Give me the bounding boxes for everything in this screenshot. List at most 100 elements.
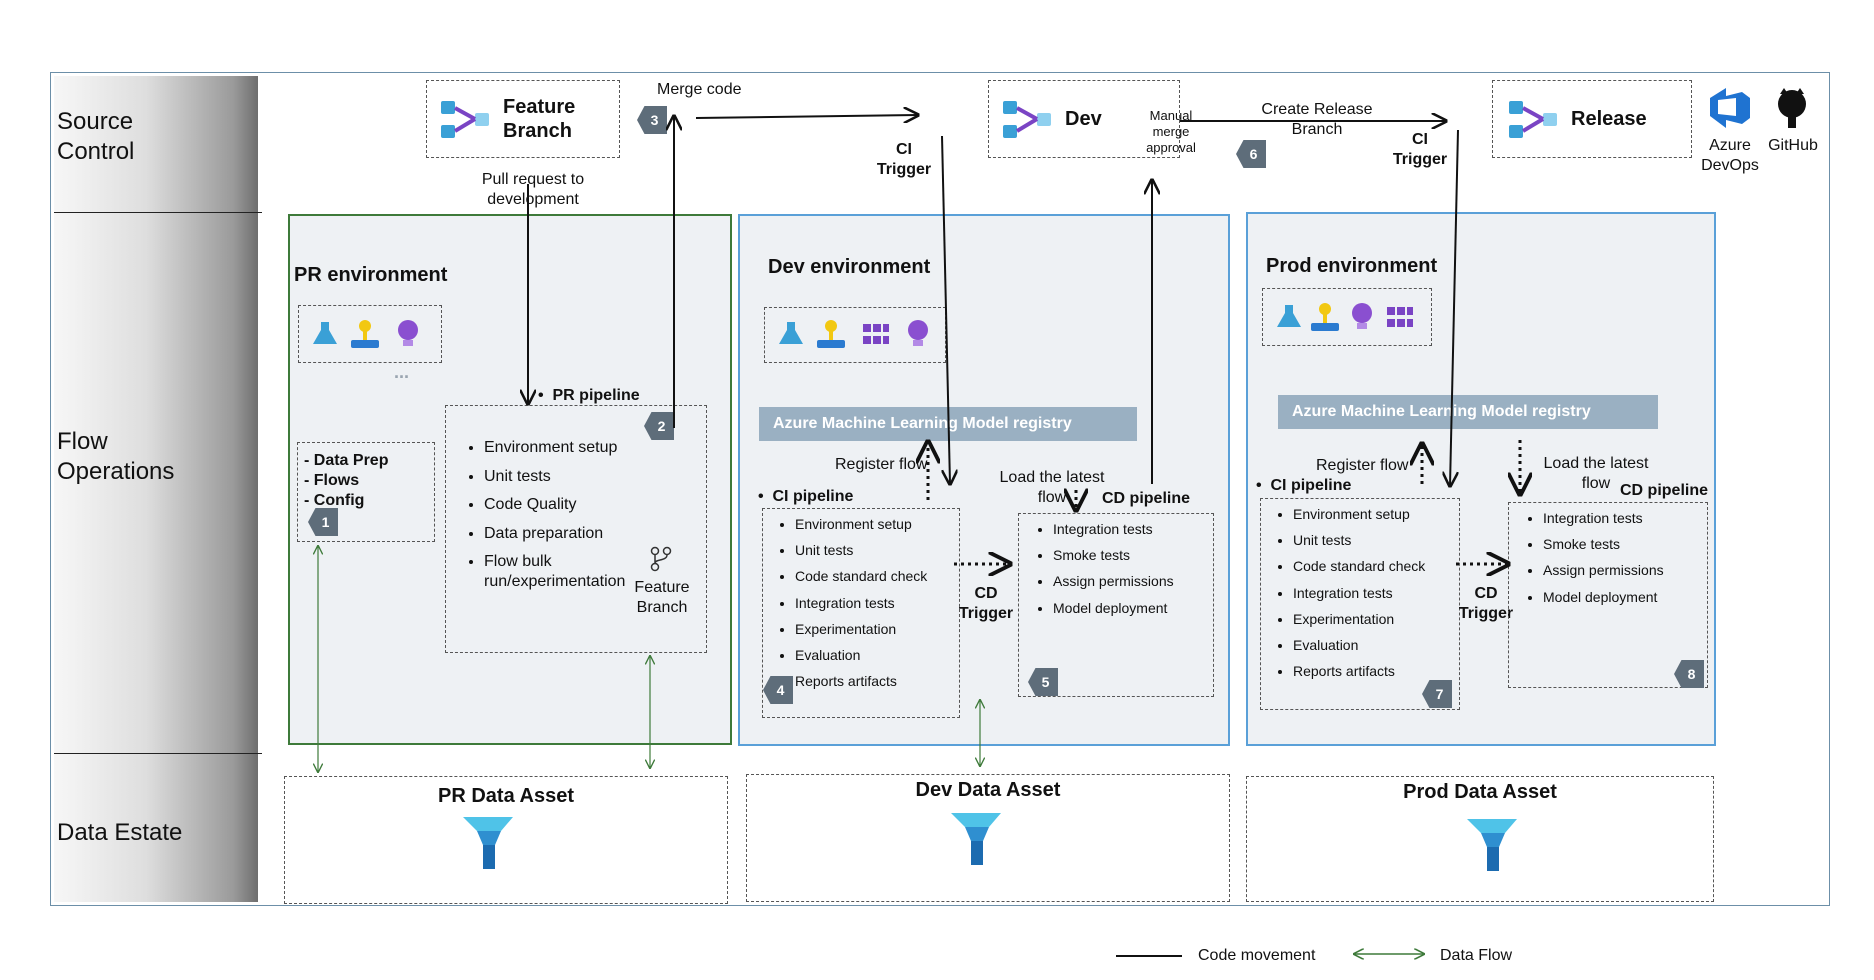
- pr-pipeline-tasks: Environment setup Unit tests Code Qualit…: [462, 434, 625, 592]
- create-release-label: Create Release Branch: [1261, 101, 1373, 138]
- prod-data-asset: Prod Data Asset: [1246, 776, 1714, 902]
- dev-data-asset-title: Dev Data Asset: [915, 779, 1061, 801]
- step-badge-8: 8: [1674, 660, 1704, 688]
- dev-cd-pipeline-box: Integration tests Smoke tests Assign per…: [1018, 513, 1214, 697]
- pr-pipeline-label-text: PR pipeline: [552, 387, 640, 404]
- dev-cd-trigger-label: CD Trigger: [958, 585, 1014, 622]
- pr-data-item: - Flows: [304, 472, 360, 489]
- repo-branch-icon: [1509, 101, 1557, 138]
- pipeline-task: Assign permissions: [1053, 568, 1174, 594]
- pipeline-task: Model deployment: [1053, 595, 1174, 621]
- pipeline-task: Experimentation: [795, 616, 927, 642]
- pipeline-task: Smoke tests: [1543, 531, 1664, 557]
- step-badge-4: 4: [763, 676, 793, 704]
- github-icon: [1778, 88, 1806, 128]
- pipeline-task: Reports artifacts: [1293, 658, 1425, 684]
- prod-cd-label: CD pipeline: [1620, 482, 1709, 499]
- github-label: GitHub: [1768, 137, 1818, 154]
- ci-trigger-label-dev: CI Trigger: [876, 141, 932, 178]
- azure-devops-label: Azure DevOps: [1701, 137, 1759, 174]
- pull-request-label: Pull request to development: [481, 171, 585, 208]
- dev-model-registry: Azure Machine Learning Model registry: [759, 407, 1137, 441]
- pipeline-task: Code standard check: [795, 563, 927, 589]
- pipeline-task: Environment setup: [795, 511, 927, 537]
- pipeline-task: Environment setup: [1293, 501, 1425, 527]
- pr-environment: [288, 214, 732, 745]
- pipeline-task: Integration tests: [1293, 580, 1425, 606]
- dev-ci-tasks: Environment setup Unit tests Code standa…: [773, 511, 927, 694]
- dev-service-icons: [764, 307, 946, 363]
- prod-environment: [1246, 212, 1716, 746]
- pr-data-asset-title: PR Data Asset: [438, 785, 574, 807]
- prod-ci-label: • CI pipeline: [1256, 477, 1352, 494]
- pipeline-task: Data preparation: [484, 520, 625, 549]
- pr-data-asset: PR Data Asset: [284, 776, 728, 904]
- dev-register-flow-label: Register flow: [835, 456, 928, 473]
- repo-branch-icon: [441, 101, 489, 138]
- pr-ellipsis: ...: [394, 362, 410, 382]
- merge-code-label: Merge code: [657, 81, 742, 98]
- legend-code-movement: Code movement: [1198, 947, 1316, 964]
- prod-ci-label-text: CI pipeline: [1270, 477, 1352, 494]
- pr-service-icons: [298, 305, 442, 363]
- key-vault-icon: [1311, 303, 1339, 331]
- lane-header-column: [54, 76, 258, 902]
- step-badge-6: 6: [1236, 140, 1266, 168]
- pipeline-task: Evaluation: [795, 642, 927, 668]
- feature-branch-box: Feature Branch: [426, 80, 620, 158]
- feature-branch-small-label: Feature Branch: [634, 579, 690, 616]
- lane-separator: [54, 753, 262, 754]
- pipeline-task: Unit tests: [484, 463, 625, 492]
- pipeline-task: Reports artifacts: [795, 668, 927, 694]
- release-branch-box: Release: [1492, 80, 1692, 158]
- ai-bulb-icon: [1352, 303, 1372, 329]
- pr-data-items-box: - Data Prep - Flows - Config: [297, 442, 435, 542]
- prod-cd-trigger-label: CD Trigger: [1458, 585, 1514, 622]
- lane-separator: [54, 212, 262, 213]
- pipeline-task: Flow bulk run/experimentation: [484, 552, 625, 592]
- prod-cd-pipeline-box: Integration tests Smoke tests Assign per…: [1508, 502, 1708, 688]
- ml-flask-icon: [1277, 305, 1301, 327]
- pipeline-task: Evaluation: [1293, 632, 1425, 658]
- pipeline-task: Integration tests: [795, 590, 927, 616]
- pipeline-task: Experimentation: [1293, 606, 1425, 632]
- pipeline-task: Smoke tests: [1053, 542, 1174, 568]
- lane-source-control: Source Control: [57, 108, 135, 165]
- step-badge-7: 7: [1422, 680, 1452, 708]
- ai-bulb-icon: [398, 320, 418, 346]
- git-branch-icon: [650, 546, 672, 572]
- prod-register-flow-label: Register flow: [1316, 457, 1409, 474]
- ml-flask-icon: [313, 322, 337, 344]
- ml-flask-icon: [779, 322, 803, 344]
- grid-blocks-icon: [1387, 307, 1413, 327]
- prod-cd-tasks: Integration tests Smoke tests Assign per…: [1521, 505, 1664, 610]
- data-factory-icon: [1467, 819, 1517, 871]
- lane-data-estate: Data Estate: [57, 819, 183, 846]
- lane-flow-operations: Flow Operations: [57, 428, 175, 485]
- prod-ci-tasks: Environment setup Unit tests Code standa…: [1271, 501, 1425, 684]
- pipeline-task: Code standard check: [1293, 553, 1425, 579]
- pipeline-task: Environment setup: [484, 434, 625, 463]
- dev-cd-label: CD pipeline: [1102, 490, 1191, 507]
- data-factory-icon: [951, 813, 1001, 865]
- dev-ci-label-text: CI pipeline: [772, 488, 854, 505]
- release-branch-title: Release: [1571, 108, 1647, 130]
- dev-cd-tasks: Integration tests Smoke tests Assign per…: [1031, 516, 1174, 621]
- data-factory-icon: [463, 817, 513, 869]
- diagram-frame: [50, 72, 1830, 906]
- dev-ci-pipeline-box: Environment setup Unit tests Code standa…: [762, 508, 960, 718]
- prod-service-icons: [1262, 288, 1432, 346]
- step-badge-5: 5: [1028, 668, 1058, 696]
- prod-environment-title: Prod environment: [1266, 255, 1438, 277]
- dev-environment-title: Dev environment: [768, 256, 931, 278]
- pr-environment-title: PR environment: [294, 264, 448, 286]
- dev-branch-box: Dev: [988, 80, 1180, 158]
- dev-data-asset: Dev Data Asset: [746, 774, 1230, 902]
- step-badge-1: 1: [308, 508, 338, 536]
- legend-data-flow: Data Flow: [1440, 947, 1513, 964]
- pr-data-item: - Config: [304, 492, 365, 509]
- pipeline-task: Unit tests: [795, 537, 927, 563]
- key-vault-icon: [817, 320, 845, 348]
- azure-devops-icon: [1710, 88, 1750, 128]
- pipeline-task: Integration tests: [1053, 516, 1174, 542]
